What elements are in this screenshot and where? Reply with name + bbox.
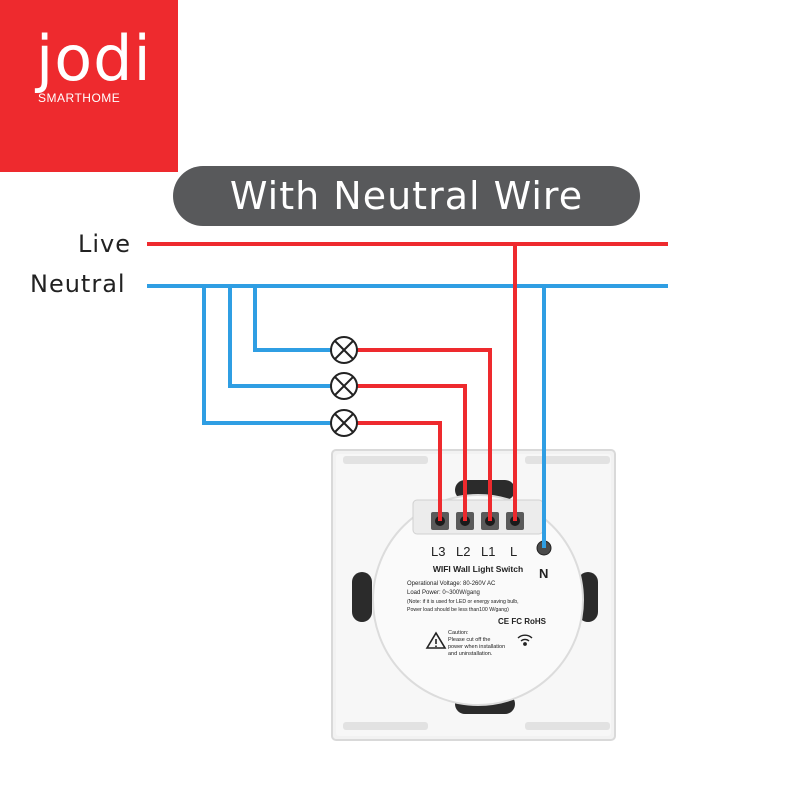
diagram-title: With Neutral Wire — [173, 166, 640, 226]
switched-wire-l3 — [357, 421, 442, 521]
switch-body — [372, 494, 584, 706]
terminal-label-l2: L2 — [456, 544, 470, 559]
warning-icon — [425, 631, 447, 649]
brand-logo: jodi SMARTHOME — [0, 0, 178, 172]
switched-wire-l1 — [357, 348, 492, 521]
logo-wordmark: jodi — [36, 22, 152, 95]
terminal-label-l3: L3 — [431, 544, 445, 559]
spec-line: Load Power: 0~300W/gang — [407, 590, 480, 596]
wifi-icon — [517, 634, 533, 646]
plate-slot — [343, 722, 428, 730]
bulb-icon — [330, 409, 358, 437]
neutral-label: Neutral — [30, 270, 126, 298]
plate-slot — [525, 456, 610, 464]
logo-subtitle: SMARTHOME — [38, 91, 121, 105]
neutral-branch-lamp-3 — [202, 286, 331, 425]
plate-slot — [525, 722, 610, 730]
bulb-icon — [330, 372, 358, 400]
terminal-label-l1: L1 — [481, 544, 495, 559]
plate-slot — [343, 456, 428, 464]
terminal-label-n: N — [539, 566, 548, 581]
live-label: Live — [78, 230, 132, 258]
neutral-branch-lamp-2 — [228, 286, 331, 388]
cert-marks: CE FC RoHS — [498, 617, 547, 626]
caution-line: power when installation — [448, 644, 505, 650]
product-name: WIFI Wall Light Switch — [433, 564, 523, 574]
spec-line: Operational Voltage: 80-260V AC — [407, 581, 496, 587]
caution-line: and uninstallation. — [448, 651, 493, 657]
terminal-label-l: L — [510, 544, 517, 559]
bulb-icon — [330, 336, 358, 364]
spec-line: Power load should be less than100 W/gang… — [407, 607, 509, 613]
switched-wire-l2 — [357, 384, 467, 521]
caution-line: Caution: — [448, 630, 469, 636]
caution-line: Please cut off the — [448, 637, 490, 643]
mounting-hole-left — [352, 572, 372, 622]
neutral-branch-lamp-1 — [253, 286, 331, 352]
spec-line: (Note: if it is used for LED or energy s… — [407, 599, 519, 605]
